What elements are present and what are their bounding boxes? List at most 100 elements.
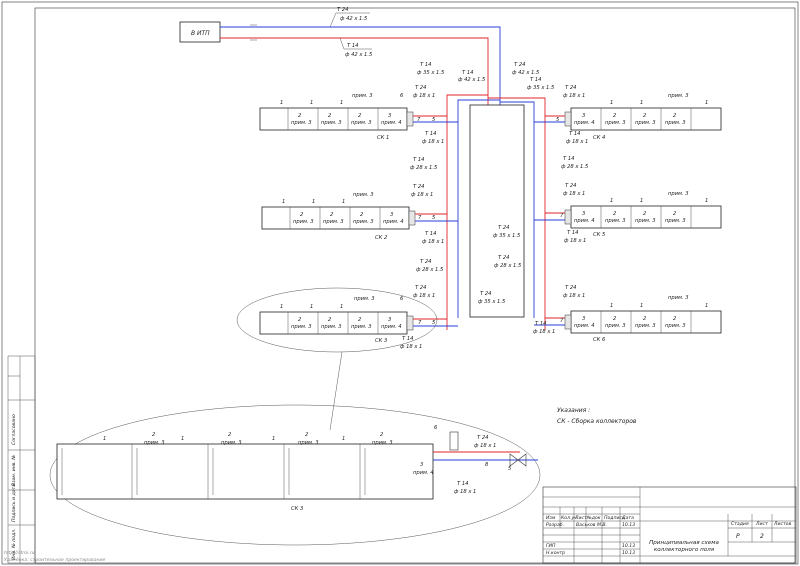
stamp-inv-replace: Взам. инв. № [11,455,17,486]
svg-text:прим. 4: прим. 4 [574,218,595,224]
svg-text:прим. 4: прим. 4 [381,120,402,126]
main-return-temp: Т 14 [347,43,358,49]
svg-text:2: 2 [228,432,231,438]
side-stamp: Согласовано Взам. инв. № Подпись и дата … [7,355,36,564]
svg-text:Т 24: Т 24 [415,85,426,91]
svg-text:2: 2 [380,432,383,438]
svg-text:прим. 3: прим. 3 [353,219,374,225]
title-block: Изм Кол.уч Лист №док Подпись Дата Разраб… [542,486,797,564]
svg-text:6: 6 [400,93,404,99]
svg-text:7: 7 [418,215,422,221]
svg-text:1: 1 [640,198,643,204]
svg-text:прим. 3: прим. 3 [665,323,686,329]
svg-text:2: 2 [330,212,333,218]
svg-text:прим. 3: прим. 3 [291,324,312,330]
notes-line1: СК - Сборка коллекторов [557,418,637,425]
svg-text:1: 1 [640,303,643,309]
collector-ck5: прим. 4 прим. 3 прим. 3 прим. 3 3 2 2 2 … [534,183,722,244]
svg-text:прим. 3: прим. 3 [144,440,165,446]
main-return-dia: ф 42 х 1.5 [345,52,373,58]
svg-text:прим. 3: прим. 3 [354,296,375,302]
svg-text:прим. 3: прим. 3 [668,191,689,197]
svg-text:ф 18 х 1: ф 18 х 1 [474,443,496,449]
svg-text:прим. 4: прим. 4 [381,324,402,330]
ck1-label: СК 1 [377,135,389,141]
svg-text:1: 1 [342,199,345,205]
svg-text:прим. 4: прим. 4 [383,219,404,225]
svg-text:ф 18 х 1: ф 18 х 1 [411,192,433,198]
svg-text:1: 1 [103,436,106,442]
svg-text:ф 18 х 1: ф 18 х 1 [400,344,422,350]
svg-text:3: 3 [388,113,391,119]
svg-text:№док: №док [586,515,601,521]
svg-text:Н.контр: Н.контр [546,550,565,556]
svg-text:2: 2 [328,113,331,119]
svg-text:1: 1 [312,199,315,205]
main-supply-dia: ф 42 х 1.5 [340,16,368,22]
svg-text:5: 5 [432,320,436,326]
svg-text:Т 24: Т 24 [498,255,509,261]
svg-text:Т 14: Т 14 [530,77,541,83]
svg-text:Т 14: Т 14 [413,157,424,163]
stamp-sign-date: Подпись и дата [11,484,17,522]
svg-text:Т 24: Т 24 [514,62,525,68]
svg-text:Васьков М.В.: Васьков М.В. [576,522,607,528]
svg-text:3: 3 [420,462,423,468]
svg-text:2: 2 [673,211,676,217]
svg-text:1: 1 [181,436,184,442]
svg-text:прим. 3: прим. 3 [353,192,374,198]
svg-text:Т 24: Т 24 [498,225,509,231]
watermark-line1: http://stroi.ru [4,550,35,556]
svg-text:ф 18 х 1: ф 18 х 1 [533,329,555,335]
svg-text:ф 35 х 1.5: ф 35 х 1.5 [493,233,521,239]
svg-text:прим. 3: прим. 3 [668,295,689,301]
svg-text:ф 18 х 1: ф 18 х 1 [566,139,588,145]
stamp-agreed: Согласовано [11,414,17,445]
svg-text:Т 14: Т 14 [462,70,473,76]
svg-text:1: 1 [610,100,613,106]
svg-text:Лист: Лист [755,521,768,527]
svg-text:Т 14: Т 14 [567,230,578,236]
svg-text:прим. 3: прим. 3 [221,440,242,446]
svg-text:Лист: Лист [574,515,587,521]
svg-text:8: 8 [485,462,489,468]
svg-text:2: 2 [360,212,363,218]
ck6-label: СК 6 [593,337,606,343]
svg-text:Т 24: Т 24 [477,435,488,441]
svg-text:Т 14: Т 14 [425,231,436,237]
svg-text:прим. 3: прим. 3 [635,120,656,126]
svg-text:3: 3 [582,211,585,217]
svg-text:Т 14: Т 14 [569,131,580,137]
svg-text:1: 1 [342,436,345,442]
svg-text:10.13: 10.13 [622,550,635,556]
svg-text:2: 2 [673,316,676,322]
svg-text:2: 2 [613,211,616,217]
svg-text:1: 1 [610,198,613,204]
svg-text:ф 28 х 1.5: ф 28 х 1.5 [561,164,589,170]
svg-text:2: 2 [298,113,301,119]
svg-text:ф 18 х 1: ф 18 х 1 [454,489,476,495]
svg-text:ф 18 х 1: ф 18 х 1 [563,191,585,197]
svg-text:прим. 3: прим. 3 [351,120,372,126]
svg-text:1: 1 [280,100,283,106]
svg-text:ф 18 х 1: ф 18 х 1 [564,238,586,244]
ck2-label: СК 2 [375,235,387,241]
svg-text:1: 1 [282,199,285,205]
itp-box [179,21,221,43]
svg-text:10.13: 10.13 [622,522,635,528]
svg-text:прим. 3: прим. 3 [351,324,372,330]
svg-text:прим. 3: прим. 3 [668,93,689,99]
svg-text:прим. 3: прим. 3 [605,120,626,126]
svg-text:10.13: 10.13 [622,543,635,549]
svg-text:2: 2 [673,113,676,119]
svg-text:прим. 4: прим. 4 [413,470,434,476]
svg-text:прим. 3: прим. 3 [665,120,686,126]
central-manifold [469,104,525,318]
svg-text:5: 5 [556,117,560,123]
svg-text:3: 3 [582,113,585,119]
svg-text:2: 2 [613,316,616,322]
detail-label: СК 3 [291,506,303,512]
svg-text:3: 3 [582,316,585,322]
svg-text:2: 2 [358,113,361,119]
